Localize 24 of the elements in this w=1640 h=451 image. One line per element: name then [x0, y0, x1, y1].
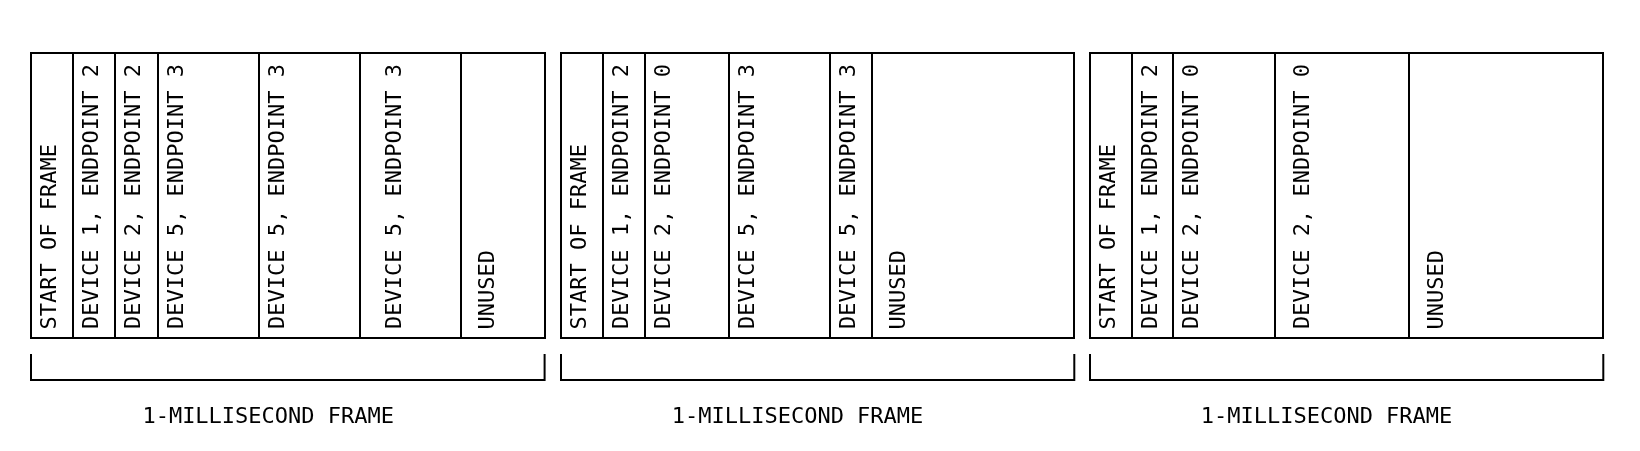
slot-label: UNUSED — [1425, 249, 1448, 329]
slot-label: DEVICE 1, ENDPOINT 2 — [609, 64, 632, 329]
slot-label: UNUSED — [886, 249, 909, 329]
slot-label: START OF FRAME — [1096, 143, 1119, 329]
frame-box — [1088, 52, 1604, 339]
slot-label: DEVICE 5, ENDPOINT 3 — [837, 64, 859, 329]
slot-label: START OF FRAME — [567, 143, 590, 329]
slot-label: UNUSED — [475, 249, 498, 329]
slot-label: START OF FRAME — [38, 143, 61, 329]
slot-label: DEVICE 1, ENDPOINT 2 — [80, 64, 103, 329]
frame-duration-label: 1-MILLISECOND FRAME — [671, 405, 924, 427]
frame-box — [30, 52, 546, 339]
slot-label: DEVICE 2, ENDPOINT 0 — [651, 64, 674, 329]
slot-label: DEVICE 5, ENDPOINT 3 — [383, 64, 406, 329]
frame-duration-label: 1-MILLISECOND FRAME — [1200, 405, 1453, 427]
slot-label: DEVICE 1, ENDPOINT 2 — [1138, 64, 1161, 329]
slot-label: DEVICE 5, ENDPOINT 3 — [736, 64, 758, 329]
slot-label: DEVICE 5, ENDPOINT 3 — [265, 64, 288, 329]
slot-label: DEVICE 5, ENDPOINT 3 — [164, 64, 187, 329]
frame-duration-label: 1-MILLISECOND FRAME — [142, 405, 395, 427]
frame-box — [559, 52, 1075, 339]
slot-label: DEVICE 2, ENDPOINT 2 — [122, 64, 145, 329]
slot-label: DEVICE 2, ENDPOINT 0 — [1180, 64, 1203, 329]
slot-label: DEVICE 2, ENDPOINT 0 — [1290, 64, 1313, 329]
